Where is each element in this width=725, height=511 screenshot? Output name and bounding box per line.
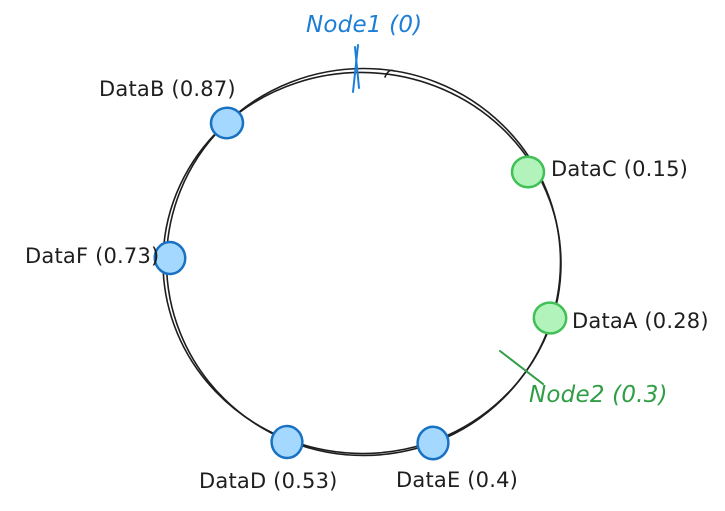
label-node2: Node2 (0.3)	[529, 382, 668, 408]
data-point-dataD	[270, 424, 304, 460]
data-point-dataB	[209, 106, 245, 140]
data-point-dataC	[510, 155, 546, 189]
data-point-dataF	[153, 240, 187, 276]
data-point-dataA	[532, 301, 568, 335]
label-dataB: DataB (0.87)	[99, 77, 236, 101]
label-dataF: DataF (0.73)	[25, 244, 160, 268]
node1-tick-mark	[352, 44, 360, 93]
node2-tick-mark	[499, 350, 544, 385]
label-node1: Node1 (0)	[306, 12, 423, 38]
label-dataE: DataE (0.4)	[396, 468, 519, 492]
label-dataA: DataA (0.28)	[572, 309, 709, 333]
label-dataD: DataD (0.53)	[199, 469, 338, 493]
sketch-artifact	[384, 69, 395, 78]
label-dataC: DataC (0.15)	[551, 157, 689, 181]
data-point-dataE	[416, 425, 450, 461]
